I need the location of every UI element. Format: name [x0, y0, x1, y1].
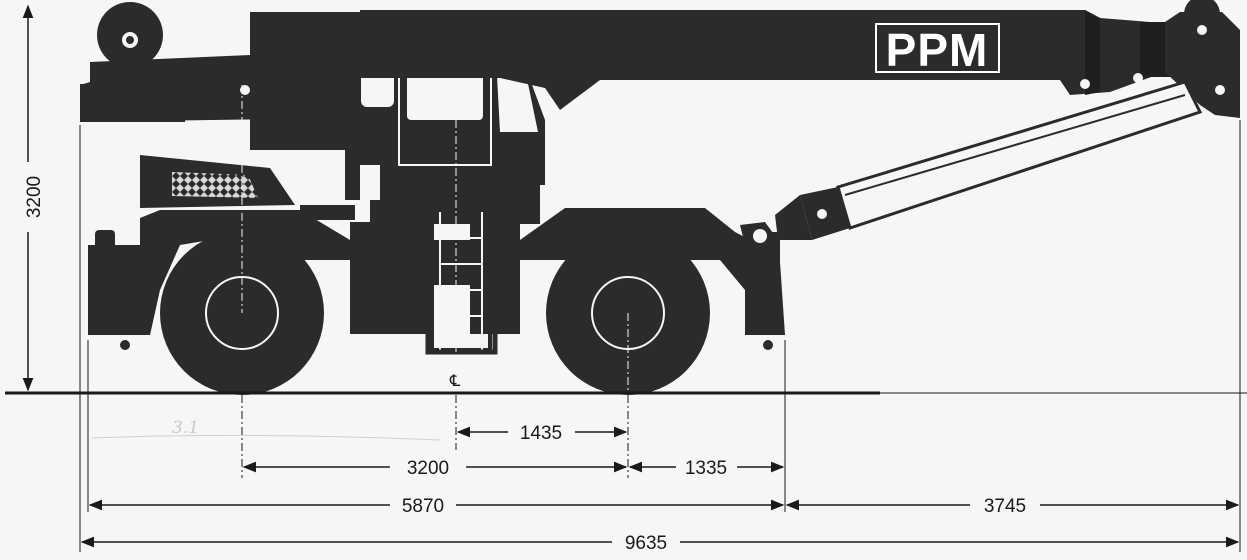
center-lines — [241, 85, 629, 390]
pencil-annotation: 3.1 — [91, 418, 441, 441]
engine-grille — [172, 172, 258, 198]
dim-boom-overhang: 3745 — [984, 496, 1026, 517]
crane-silhouette — [80, 0, 1240, 395]
dim-carrier-length: 5870 — [402, 496, 444, 517]
handwritten-note: 3.1 — [172, 418, 199, 438]
centerline-symbol: ℄ — [449, 371, 461, 390]
height-dimension: 3200 — [22, 4, 45, 392]
dimension-9635: 9635 — [80, 533, 1240, 554]
logo-text: PPM — [886, 24, 989, 76]
dim-wheelbase: 3200 — [407, 458, 449, 479]
dimension-3200: 3200 — [242, 458, 628, 479]
ppm-logo: PPM — [875, 23, 1000, 76]
dimension-1335: 1335 — [628, 458, 785, 479]
dim-overall-length: 9635 — [625, 533, 667, 554]
dimension-5870: 5870 — [88, 496, 785, 517]
height-label: 3200 — [24, 176, 45, 218]
dim-center-front-axle: 1435 — [520, 423, 562, 444]
dimension-1435: 1435 — [456, 423, 628, 444]
extension-lines — [79, 120, 1241, 552]
dimension-3745: 3745 — [785, 496, 1240, 517]
dim-front-overhang: 1335 — [685, 458, 727, 479]
boom-head-sheave — [1184, 0, 1220, 32]
